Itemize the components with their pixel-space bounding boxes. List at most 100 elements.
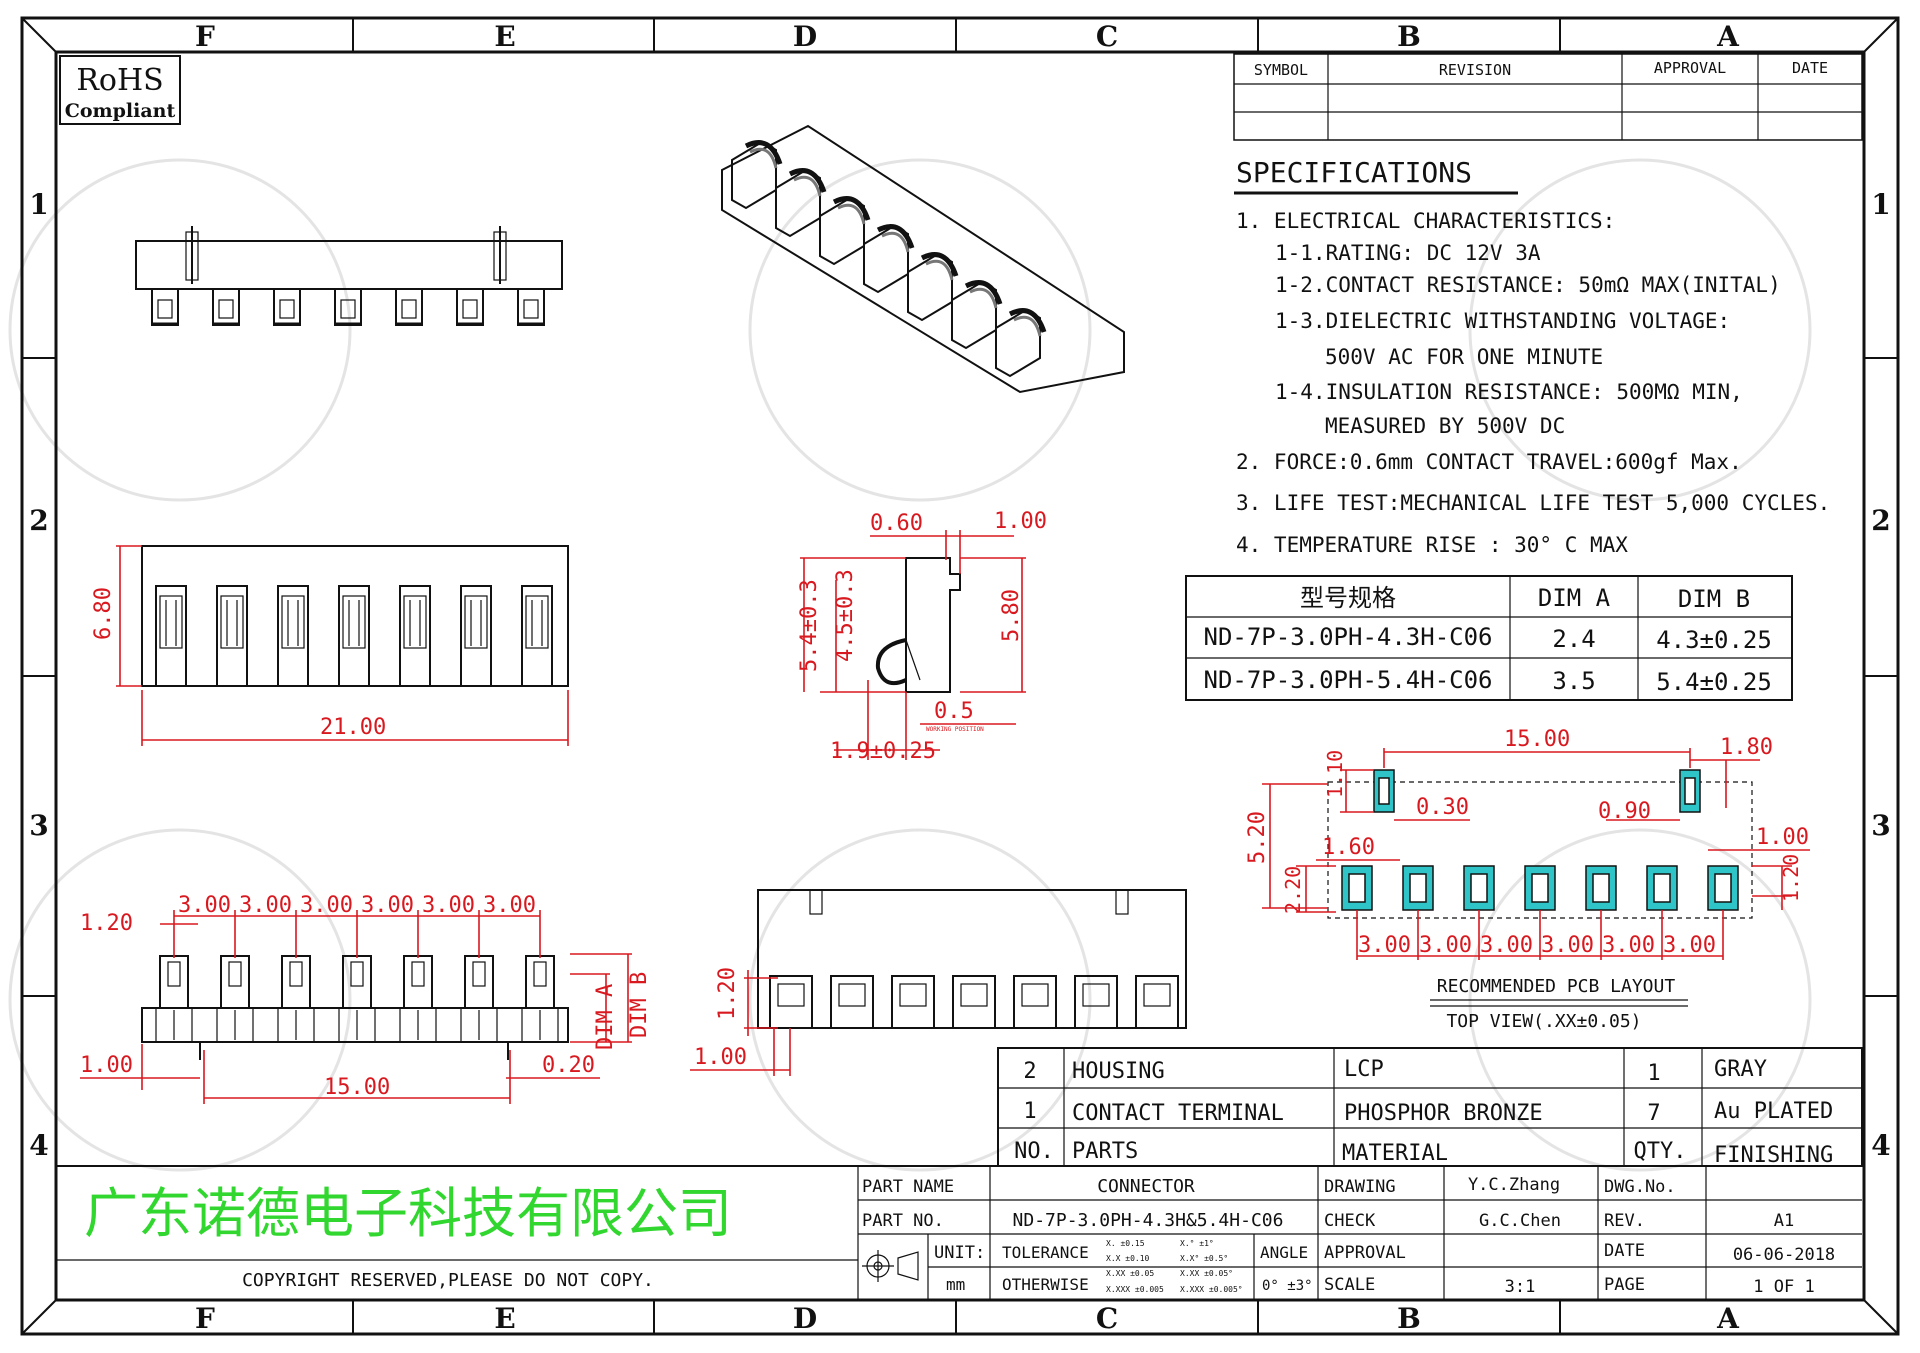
front-view-contact [342,595,366,649]
bom-row1-part: HOUSING [1072,1059,1165,1084]
front-view: 6.80 21.00 [91,545,569,746]
scale-value: 3:1 [1505,1277,1536,1297]
pcb-dim-100: 1.00 [1756,825,1809,850]
top-view-pin [395,288,423,326]
bom-table: 2 HOUSING LCP 1 GRAY 1 CONTACT TERMINAL … [997,1047,1863,1168]
pcb-dim-120: 1.20 [1779,854,1803,902]
pcb-dim-090: 0.90 [1598,799,1651,824]
dim-table-row2-model: ND-7P-3.0PH-5.4H-C06 [1204,666,1493,694]
unit-value: mm [946,1275,965,1294]
dwg-no-label: DWG.No. [1604,1177,1676,1197]
front-view-contact [464,595,488,649]
pcb-dim-030: 0.30 [1416,795,1469,820]
rear-view-slot [952,975,996,1029]
bottom-view-pin-tab [228,961,242,987]
top-view-pin-inner [218,299,234,319]
bottom-view-pin-tab [350,961,364,987]
ang-line-2: X.X° ±0.5° [1180,1254,1228,1263]
zone-col-f: F [195,20,215,53]
drawing-label: DRAWING [1324,1177,1396,1197]
rear-view-slot [1074,975,1118,1029]
iso-contact [744,140,783,165]
pcb-pad-inner [1409,873,1427,903]
iso-contact-shade [969,287,998,309]
bottom-view-pin [281,955,311,1009]
otherwise-label: OTHERWISE [1002,1275,1089,1294]
rev-label: REV. [1604,1211,1645,1231]
pcb-layout: 15.00 1.80 1.10 0.30 0.90 5.20 1.60 1.00… [1245,727,1810,1032]
front-view-slot [460,585,492,687]
iso-contact [876,224,915,249]
dim-bottom-100: 1.00 [80,1053,133,1078]
bom-row2-qty: 7 [1647,1101,1660,1126]
rear-view-slot-inner [1021,983,1049,1007]
front-view-contact [220,595,244,649]
rev-header-revision: REVISION [1439,61,1511,79]
dim-rear-120: 1.20 [715,967,740,1020]
bom-row2-material: PHOSPHOR BRONZE [1344,1101,1543,1126]
bom-header-finishing: FINISHING [1714,1143,1833,1168]
pitch-label: 3.00 [178,893,231,918]
rev-header-symbol: SYMBOL [1254,61,1308,79]
pcb-dim-180: 1.80 [1720,735,1773,760]
zone-col-e-bottom: E [494,1302,515,1335]
zone-row-1: 1 [29,188,48,221]
drawing-value: Y.C.Zhang [1468,1175,1560,1195]
spec-line-2: 1-1.RATING: DC 12V 3A [1275,241,1541,265]
zone-row-4: 4 [29,1129,48,1162]
rear-view-slot-inner [1143,983,1171,1007]
part-no-value: ND-7P-3.0PH-4.3H&5.4H-C06 [1013,1210,1284,1231]
pcb-dim-520: 5.20 [1245,811,1270,864]
tol-line-4: X.XXX ±0.005 [1106,1285,1164,1294]
dim-bottom-020: 0.20 [542,1053,595,1078]
top-view-pin [212,288,240,326]
top-view-pin [517,288,545,326]
zone-col-b: B [1397,20,1421,53]
bottom-view-pin [403,955,433,1009]
bottom-view-pin [159,955,189,1009]
tolerance-label: TOLERANCE [1002,1243,1089,1262]
dim-table-header-model: 型号规格 [1300,584,1396,612]
zone-col-d: D [793,20,817,53]
approval-label: APPROVAL [1324,1243,1406,1263]
zone-col-b-bottom: B [1397,1302,1421,1335]
spec-line-10: 4. TEMPERATURE RISE : 30° C MAX [1236,533,1628,557]
dim-side-05-note: WORKING POSITION [926,726,984,733]
spec-line-6: 1-4.INSULATION RESISTANCE: 500MΩ MIN, [1275,380,1743,404]
dim-side-45: 4.5±0.3 [833,569,858,662]
bottom-view-pin [464,955,494,1009]
zone-row-1-right: 1 [1871,188,1890,221]
ang-line-4: X.XXX ±0.005° [1180,1285,1243,1294]
top-view-pin [456,288,484,326]
bottom-view-pin-foot [277,1007,315,1043]
pitch-label: 3.00 [239,893,292,918]
bom-row1-material: LCP [1344,1057,1384,1082]
spec-line-1: 1. ELECTRICAL CHARACTERISTICS: [1236,209,1615,233]
top-view-pin-inner [401,299,417,319]
dim-side-100: 1.00 [994,509,1047,534]
pcb-dim-220: 2.20 [1281,866,1305,914]
bom-row1-qty: 1 [1647,1061,1660,1086]
top-view-pin-inner [340,299,356,319]
dim-side-580: 5.80 [999,589,1024,642]
bottom-view-pin-foot [338,1007,376,1043]
dim-table-row2-b: 5.4±0.25 [1656,668,1772,696]
pcb-pitch-label: 3.00 [1663,933,1716,958]
front-view-slot [338,585,370,687]
date-value: 06-06-2018 [1733,1245,1835,1265]
front-view-slot [399,585,431,687]
projection-symbol-icon [862,1250,919,1282]
zone-col-c: C [1096,20,1118,53]
bottom-view-pin-tab [472,961,486,987]
copyright-notice: COPYRIGHT RESERVED,PLEASE DO NOT COPY. [242,1270,654,1291]
bottom-view-pin-foot [460,1007,498,1043]
part-no-label: PART NO. [862,1211,944,1231]
pcb-pitch-label: 3.00 [1419,933,1472,958]
iso-contact [920,252,959,277]
dim-table-row1-model: ND-7P-3.0PH-4.3H-C06 [1204,623,1493,651]
zone-labels: F E D C B A F E D C B A 1 2 3 4 1 2 3 4 [29,20,1890,1335]
pcb-pad-inner [1348,873,1366,903]
bottom-view-pin-foot [399,1007,437,1043]
bottom-view-pin-foot [521,1007,559,1043]
